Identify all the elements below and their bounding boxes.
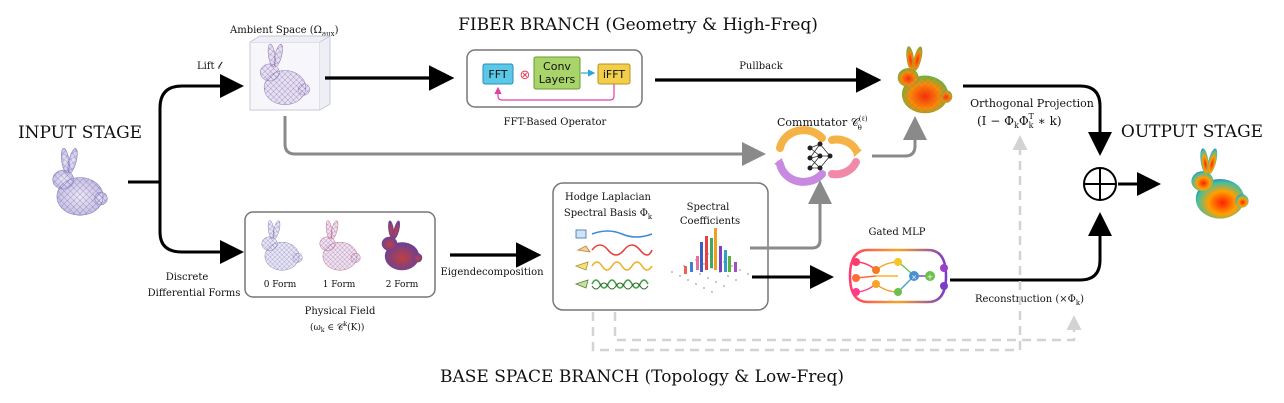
reconstruction-label: Reconstruction (×Φk) [975,294,1084,307]
gated-mlp-icon: × + [848,248,948,304]
ambient-space-label: Ambient Space (Ωaux) [229,25,339,38]
ambient-to-commutator-arrow [283,116,766,166]
conv-layers-box [533,56,581,90]
base-branch-title: BASE SPACE BRANCH (Topology & Low-Freq) [440,367,844,387]
lift-label: Lift 𝓁 [197,61,223,72]
commutator-to-fiber-arrow [872,116,927,158]
gated-mlp-label: Gated MLP [868,227,925,238]
discrete-label-1: Discrete [166,272,209,283]
form0-label: 0 Form [264,280,297,290]
fft-box [482,63,514,85]
commutator-label: Commutator 𝒞(ℓ)θ [777,115,868,132]
reconstruction-arrow [950,212,1112,282]
output-stage-title: OUTPUT STAGE [1121,122,1263,142]
physical-field-formula: (ωk ∈ 𝒞k(K)) [310,321,364,334]
svg-text:×: × [911,274,917,282]
output-bunny [1191,147,1249,219]
ambient-space-cube [249,35,332,111]
conv-label-2: Layers [539,73,576,86]
orthogonal-projection-formula: (I − ΦkΦkT ∗ k) [977,112,1062,130]
eigendecomposition-label: Eigendecomposition [440,267,544,278]
conv-label-1: Conv [543,60,571,73]
feedback-loop-arrow [494,84,615,101]
dashed-reconstruction-path [613,312,1082,342]
spectral-label-2: Coefficients [680,216,740,227]
discrete-label-2: Differential Forms [148,288,241,299]
otimes-symbol: ⊗ [520,68,531,83]
dashed-projection-path [591,135,1028,352]
fiber-branch-title: FIBER BRANCH (Geometry & High-Freq) [458,15,818,35]
forms-arrow [158,182,244,264]
fiber-to-sum-arrow [963,84,1112,156]
fft-label: FFT [488,68,507,81]
fft-operator-label: FFT-Based Operator [504,117,607,128]
coefficients-to-commutator-arrow [750,180,832,250]
form1-label: 1 Form [323,280,356,290]
input-stage-title: INPUT STAGE [18,123,142,143]
pullback-label: Pullback [739,61,784,72]
spectral-basis-waves [574,229,653,290]
ifft-label: iFFT [603,68,626,81]
spectral-coefficients-plot [671,228,749,293]
form2-label: 2 Form [386,280,419,290]
physical-field-label: Physical Field [305,306,376,317]
input-mesh-bunny [52,147,108,216]
commutator-icon [774,126,862,186]
fiber-output-bunny [897,45,953,114]
lift-arrow [158,74,244,182]
hodge-label-2: Spectral Basis Φk [564,208,653,221]
spectral-label-1: Spectral [687,202,730,213]
orthogonal-projection-label: Orthogonal Projection [970,97,1094,110]
hodge-label-1: Hodge Laplacian [565,192,652,203]
svg-text:+: + [927,273,934,282]
